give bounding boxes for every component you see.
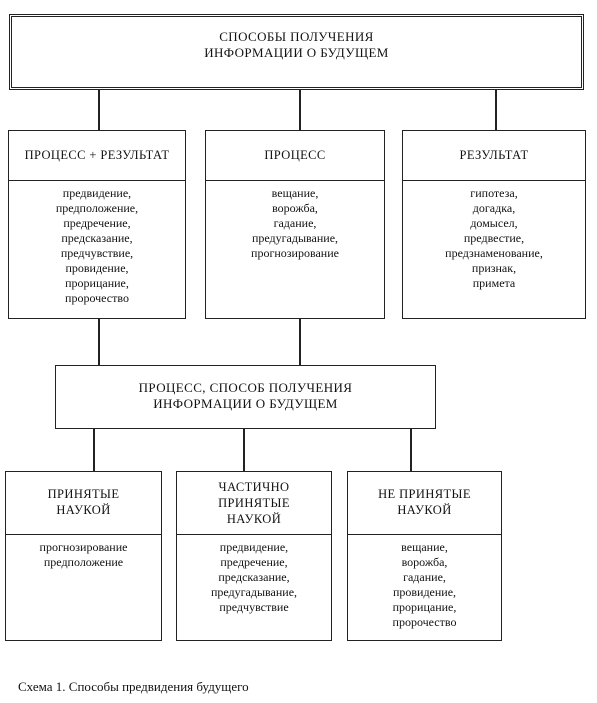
list-item: гадание, [273,216,317,230]
list-item: провидение, [65,261,129,275]
process-result-list: предвидение, предположение, предречение,… [9,181,185,306]
top-box: СПОСОБЫ ПОЛУЧЕНИЯ ИНФОРМАЦИИ О БУДУЩЕМ [9,14,584,90]
result-title: РЕЗУЛЬТАТ [459,148,529,162]
list-item: догадка, [472,201,516,215]
connector-top-right [495,89,497,131]
connector-top-center [299,89,301,131]
process-box: ПРОЦЕСС вещание, ворожба, гадание, преду… [205,130,385,319]
list-item: предсказание, [218,570,290,584]
not-accepted-title: НЕ ПРИНЯТЫЕ НАУКОЙ [378,487,471,517]
list-item: предположение [43,555,124,569]
partially-accepted-box: ЧАСТИЧНО ПРИНЯТЫЕ НАУКОЙ предвидение, пр… [176,471,332,641]
list-item: ворожба, [272,201,318,215]
connector-middle-center [243,428,245,472]
partially-accepted-list: предвидение, предречение, предсказание, … [177,535,331,615]
list-item: домысел, [470,216,518,230]
list-item: гипотеза, [470,186,518,200]
list-item: пророчество [65,291,129,305]
process-list: вещание, ворожба, гадание, предугадывани… [206,181,384,261]
result-list: гипотеза, догадка, домысел, предвестие, … [403,181,585,291]
middle-box: ПРОЦЕСС, СПОСОБ ПОЛУЧЕНИЯ ИНФОРМАЦИИ О Б… [55,365,436,429]
connector-center-to-middle [299,318,301,366]
list-item: примета [472,276,516,290]
list-item: прогнозирование [39,540,128,554]
list-item: предречение, [220,555,288,569]
result-box: РЕЗУЛЬТАТ гипотеза, догадка, домысел, пр… [402,130,586,319]
list-item: предречение, [63,216,131,230]
list-item: вещание, [401,540,448,554]
accepted-list: прогнозирование предположение [6,535,161,570]
process-title: ПРОЦЕСС [264,148,326,162]
accepted-title: ПРИНЯТЫЕ НАУКОЙ [47,487,120,517]
partially-accepted-title: ЧАСТИЧНО ПРИНЯТЫЕ НАУКОЙ [218,480,290,526]
list-item: предвидение, [62,186,132,200]
list-item: предвестие, [463,231,525,245]
not-accepted-list: вещание, ворожба, гадание, провидение, п… [348,535,501,630]
list-item: гадание, [403,570,446,584]
figure-caption: Схема 1. Способы предвидения будущего [18,679,249,694]
list-item: вещание, [271,186,319,200]
list-item: прорицание, [392,600,457,614]
process-result-title: ПРОЦЕСС + РЕЗУЛЬТАТ [24,148,170,162]
list-item: предположение, [55,201,139,215]
connector-middle-right [410,428,412,472]
connector-top-left [98,89,100,131]
list-item: предугадывание, [210,585,298,599]
list-item: ворожба, [401,555,448,569]
list-item: предугадывание, [251,231,339,245]
list-item: предзнаменование, [445,246,543,260]
list-item: предвидение, [219,540,289,554]
list-item: прорицание, [65,276,129,290]
list-item: предчувствие, [60,246,134,260]
list-item: предчувствие [219,600,289,614]
list-item: признак, [471,261,517,275]
connector-left-to-middle [98,318,100,366]
connector-middle-left [93,428,95,472]
list-item: пророчество [392,615,457,629]
process-result-box: ПРОЦЕСС + РЕЗУЛЬТАТ предвидение, предпол… [8,130,186,319]
middle-box-title: ПРОЦЕСС, СПОСОБ ПОЛУЧЕНИЯ ИНФОРМАЦИИ О Б… [138,380,353,411]
list-item: предсказание, [61,231,133,245]
top-box-title: СПОСОБЫ ПОЛУЧЕНИЯ ИНФОРМАЦИИ О БУДУЩЕМ [204,29,389,60]
not-accepted-box: НЕ ПРИНЯТЫЕ НАУКОЙ вещание, ворожба, гад… [347,471,502,641]
accepted-box: ПРИНЯТЫЕ НАУКОЙ прогнозирование предполо… [5,471,162,641]
list-item: прогнозирование [251,246,339,260]
list-item: провидение, [392,585,457,599]
